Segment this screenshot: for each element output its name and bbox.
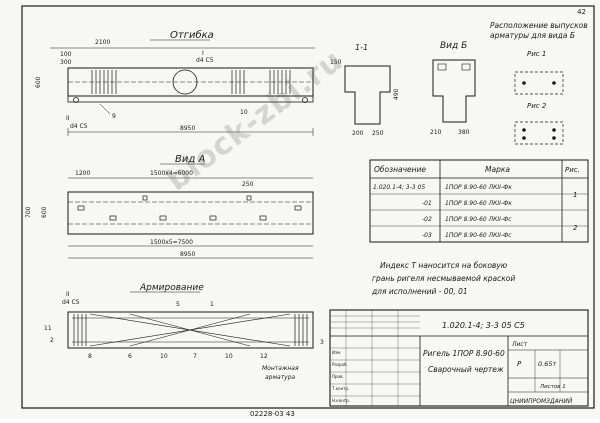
title-block: 1.020.1-4; 3-3 05 С5 Ригель 1ПОР 8.90-60… [329,309,589,407]
dim-300-a: 300 [60,59,72,66]
table-row-designation: -03 [422,232,432,239]
dim-100-a: 100 [60,51,72,58]
dim-250-a: 250 [242,181,254,188]
table-row-fig: 1 [573,191,577,199]
arm-note-2: арматура [265,374,296,381]
stamp-left-row: Н.контр. [332,398,350,403]
dim-700-a: 700 [25,206,32,218]
table-row-designation: -01 [422,200,432,207]
marks-table: Обозначение Марка Рис. 1.020.1-4; 3-3 05… [369,159,589,243]
callout-8: 8 [88,353,92,360]
callout-6: 6 [128,353,132,360]
dim-200-sec: 200 [352,130,364,137]
dim-1500x4: 1500x4=6000 [150,170,193,177]
stamp-mass: 0.65т [538,360,556,368]
table-row-mark: 1ПОР 8.90-60 ЛКII-Фк [445,200,512,207]
dim-150-sec: 150 [330,59,342,66]
stamp-sheets: Листов 1 [539,384,566,390]
armirovanie-view: Армирование II d4 С5 11 2 8 6 10 7 10 12… [44,283,324,381]
callout-7: 7 [193,353,197,360]
callout-i: I [202,50,204,57]
dim-250-sec: 250 [372,130,384,137]
table-row-designation: 1.020.1-4; 3-3 05 [373,184,425,191]
callout-5: 5 [176,301,180,308]
table-row-mark: 1ПОР 8.90-60 ЛКII-Фк [445,184,512,191]
callout-1: 1 [210,301,214,308]
stamp-stage: Р [517,360,522,368]
callout-10-b: 10 [225,353,233,360]
dim-490-sec: 490 [393,88,400,100]
vid-a-title: Вид А [175,154,205,165]
callout-d4-bottom: d4 С5 [70,123,88,130]
table-header-fig: Рис. [565,166,580,174]
stamp-org: ЦНИИПРОМЗДАНИЙ [510,398,573,405]
dim-600-left: 600 [35,76,42,88]
callout-2: 2 [50,337,54,344]
stamp-title-1: Ригель 1ПОР 8.90-60 [423,349,505,358]
table-header-designation: Обозначение [374,165,426,174]
note-line-3: для исполнений - 00, 01 [371,287,468,296]
callout-3: 3 [320,339,324,346]
layout-title-2: арматуры для вида Б [490,31,575,40]
callout-ii: II [66,115,70,122]
vid-a-view: Вид А 1200 1500x4=6000 250 600 700 1500x… [25,154,314,259]
note-line-1: Индекс Т наносится на боковую [380,261,507,270]
stamp-left-row: Пров. [332,374,344,379]
callout-12: 12 [260,353,268,360]
stamp-left-row: Т.контр. [331,386,349,391]
table-header-mark: Марка [485,165,510,174]
dim-1200: 1200 [75,170,90,177]
callout-10: 10 [160,353,168,360]
callout-iv: II [66,291,70,298]
dim-8950-top: 8950 [180,125,195,132]
armirovanie-title: Армирование [139,283,204,293]
dim-380-b: 380 [458,129,470,136]
section-1-1-title: 1-1 [355,43,368,52]
layout-title-1: Расположение выпусков [490,21,588,30]
callout-10-top: 10 [240,109,248,116]
callout-d4-arm: d4 С5 [62,299,80,306]
ris2-label: Рис 2 [527,102,547,110]
dim-600-a: 600 [41,206,48,218]
callout-d4-top: d4 С5 [196,57,214,64]
callout-9: 9 [112,113,116,120]
stamp-title-2: Сварочный чертеж [428,365,504,374]
outlet-layout: Расположение выпусков арматуры для вида … [490,21,588,145]
otgibka-title: Отгибка [170,29,214,41]
table-row-mark: 1ПОР 8.90-60 ЛКII-Фс [445,232,512,239]
section-1-1: 1-1 150 200 250 490 [330,43,400,137]
footer-code: 02228-03 43 [250,410,295,418]
dim-2100: 2100 [95,39,110,46]
stamp-sheet: Лист [511,341,528,348]
vid-b-view: Вид Б 210 380 [430,41,476,136]
ris1-label: Рис 1 [527,50,546,58]
arm-note-1: Монтажная [262,365,299,372]
vid-b-title: Вид Б [440,41,467,51]
dim-210-b: 210 [430,129,442,136]
otgibka-view: Отгибка 2100 100 300 d4 С5 I 9 [35,29,315,136]
stamp-left-row: Разраб. [332,362,348,367]
stamp-left-row: Изм. [332,350,341,355]
table-row-designation: -02 [422,216,432,223]
stamp-code: 1.020.1-4; 3-3 05 С5 [442,321,525,330]
note-line-2: грань ригеля несмываемой краской [372,274,515,283]
dim-1500x5: 1500x5=7500 [150,239,193,246]
dim-8950-a: 8950 [180,251,195,258]
callout-11: 11 [44,325,52,332]
sheet-frame [21,5,595,409]
sheet-number: 42 [577,8,586,16]
table-row-fig: 2 [573,224,578,232]
table-row-mark: 1ПОР 8.90-60 ЛКII-Фс [445,216,512,223]
index-note: Индекс Т наносится на боковую грань риге… [371,261,515,296]
